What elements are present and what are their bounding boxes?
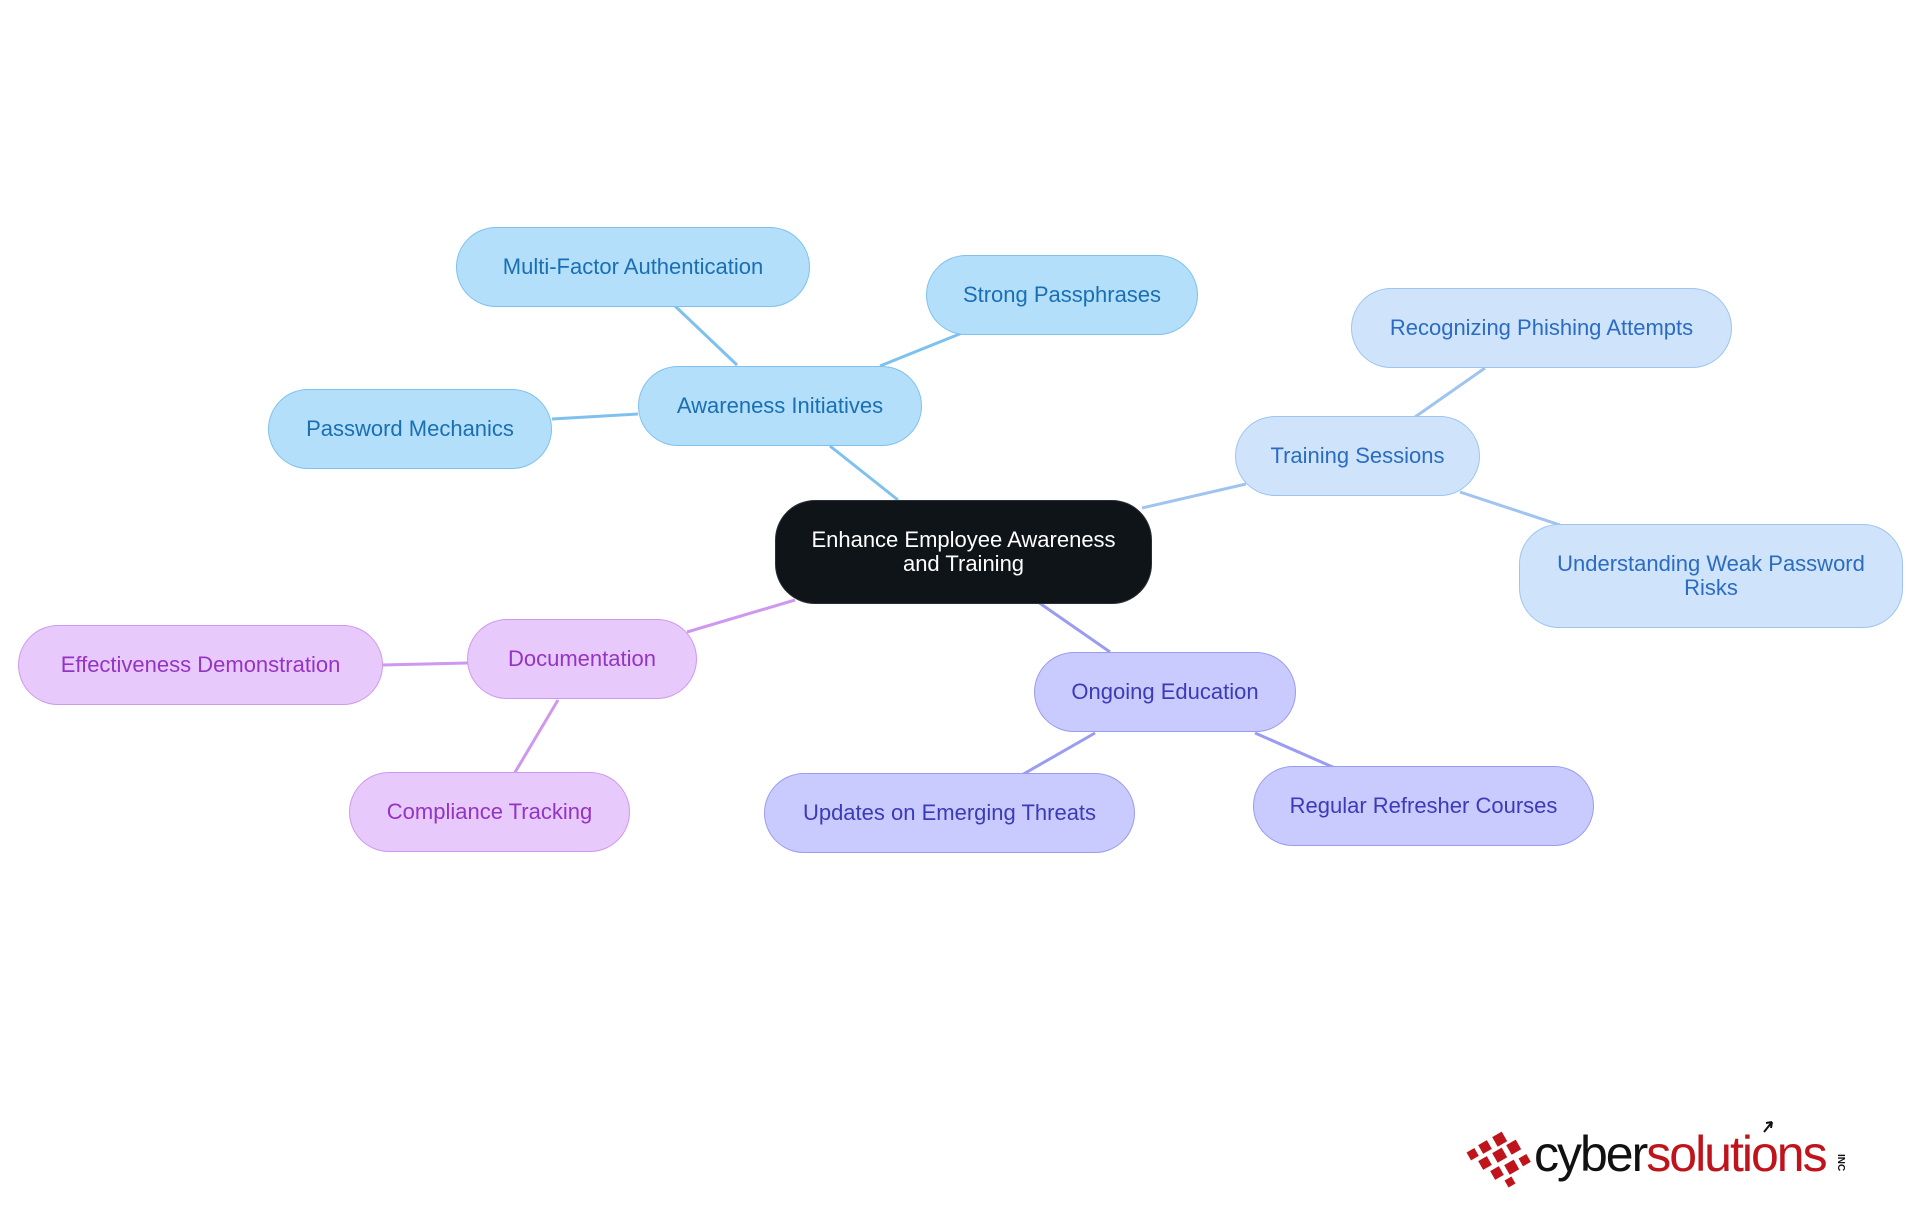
edge-education-threats bbox=[1019, 731, 1096, 778]
training-sessions-label: Training Sessions bbox=[1270, 443, 1445, 468]
root-label: Enhance Employee Awareness and Training bbox=[811, 527, 1116, 576]
multi-factor-authentication-node: Multi-Factor Authentication bbox=[456, 227, 810, 307]
logo-text-solutions: solutions bbox=[1646, 1126, 1827, 1182]
logo-mark-icon bbox=[1466, 1121, 1773, 1188]
logo-text-cyber: cyber bbox=[1534, 1126, 1648, 1182]
recognizing-phishing-attempts-node: Recognizing Phishing Attempts bbox=[1351, 288, 1732, 368]
edge-awareness-mechanics bbox=[551, 412, 639, 421]
logo-suffix: INC bbox=[1835, 1154, 1846, 1172]
edge-training-phishing bbox=[1414, 366, 1486, 419]
updates-on-emerging-threats-node: Updates on Emerging Threats bbox=[764, 773, 1135, 853]
recognizing-phishing-attempts-label: Recognizing Phishing Attempts bbox=[1389, 315, 1694, 340]
strong-passphrases-label: Strong Passphrases bbox=[962, 282, 1162, 307]
strong-passphrases-node: Strong Passphrases bbox=[926, 255, 1198, 335]
logo-wordmark: cybersolutions bbox=[1534, 1126, 1828, 1182]
understanding-weak-password-risks-node: Understanding Weak Password Risks bbox=[1519, 524, 1903, 628]
edge-awareness-passphrases bbox=[879, 331, 963, 368]
updates-on-emerging-threats-label: Updates on Emerging Threats bbox=[802, 800, 1097, 825]
ongoing-education-label: Ongoing Education bbox=[1071, 679, 1259, 704]
edge-training-weak bbox=[1459, 490, 1561, 527]
understanding-weak-password-risks-label: Understanding Weak Password Risks bbox=[1557, 551, 1865, 600]
regular-refresher-courses-node: Regular Refresher Courses bbox=[1253, 766, 1594, 846]
edge-root-training bbox=[1141, 482, 1247, 510]
edge-root-documentation bbox=[686, 598, 796, 634]
edge-awareness-mfa bbox=[673, 304, 739, 367]
ongoing-education-node: Ongoing Education bbox=[1034, 652, 1296, 732]
awareness-initiatives-label: Awareness Initiatives bbox=[676, 393, 884, 418]
effectiveness-demonstration-node: Effectiveness Demonstration bbox=[18, 625, 383, 705]
training-sessions-node: Training Sessions bbox=[1235, 416, 1480, 496]
edge-documentation-effectiveness bbox=[381, 661, 469, 667]
documentation-label: Documentation bbox=[508, 646, 656, 671]
compliance-tracking-label: Compliance Tracking bbox=[386, 799, 593, 824]
edge-root-education bbox=[1037, 600, 1111, 654]
effectiveness-demonstration-label: Effectiveness Demonstration bbox=[60, 652, 341, 677]
cybersolutions-logo: cybersolutions INC bbox=[1466, 1120, 1886, 1190]
multi-factor-authentication-label: Multi-Factor Authentication bbox=[502, 254, 764, 279]
edge-education-refresher bbox=[1254, 731, 1336, 770]
password-mechanics-label: Password Mechanics bbox=[306, 416, 514, 441]
compliance-tracking-node: Compliance Tracking bbox=[349, 772, 630, 852]
documentation-node: Documentation bbox=[467, 619, 697, 699]
edge-root-awareness bbox=[829, 444, 899, 502]
awareness-initiatives-node: Awareness Initiatives bbox=[638, 366, 922, 446]
regular-refresher-courses-label: Regular Refresher Courses bbox=[1289, 793, 1558, 818]
root-node: Enhance Employee Awareness and Training bbox=[775, 500, 1152, 604]
password-mechanics-node: Password Mechanics bbox=[268, 389, 552, 469]
edge-documentation-compliance bbox=[512, 699, 560, 775]
